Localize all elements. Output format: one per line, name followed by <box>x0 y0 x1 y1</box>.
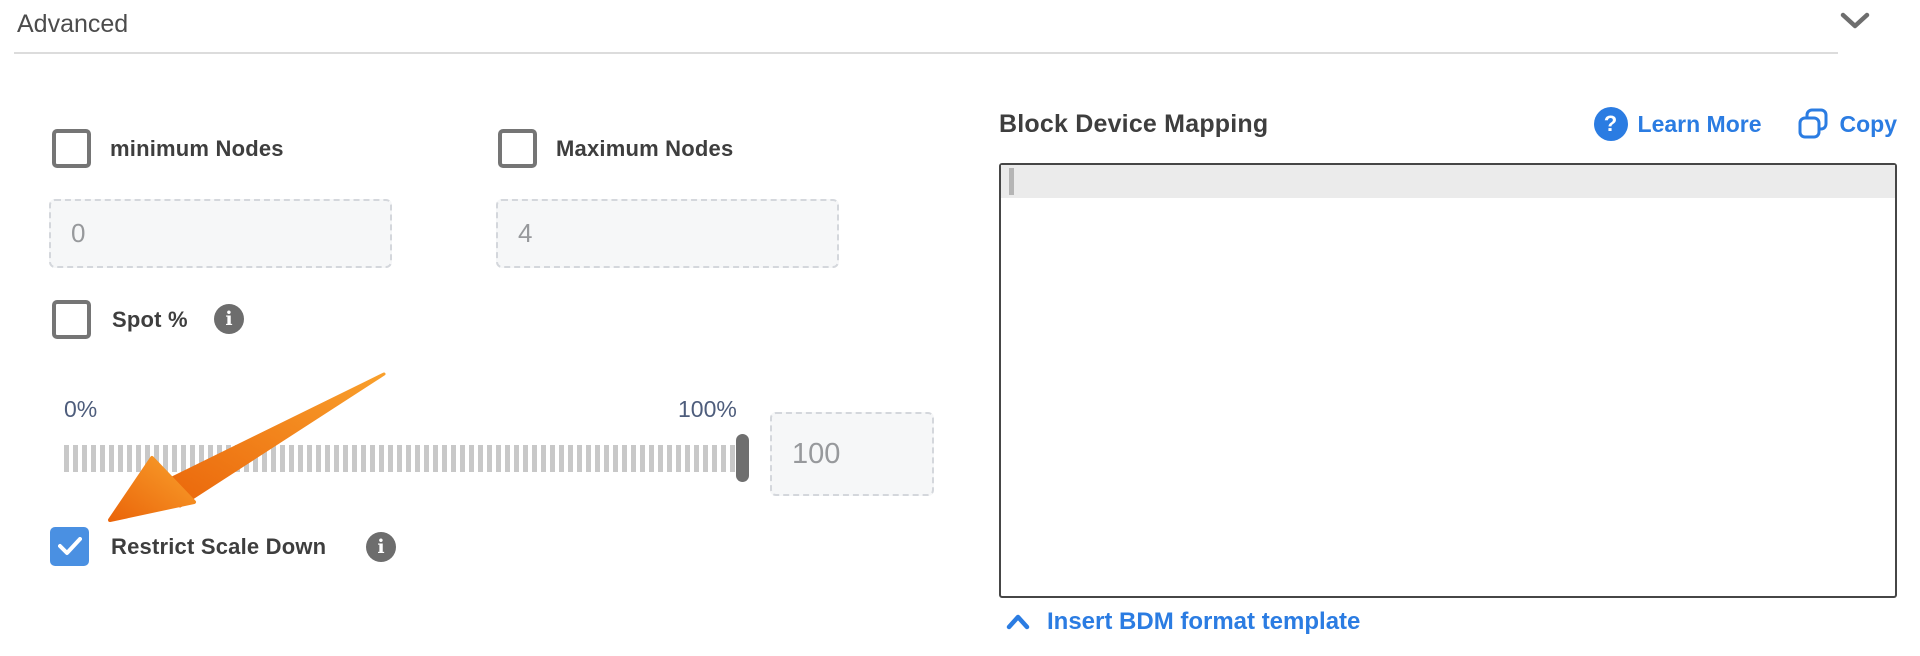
slider-max-label: 100% <box>678 396 737 422</box>
learn-more-label: Learn More <box>1637 110 1762 137</box>
min-nodes-checkbox[interactable] <box>52 129 91 168</box>
checkmark-icon <box>57 537 82 555</box>
spot-percent-slider-handle[interactable] <box>736 434 749 482</box>
insert-bdm-template-link[interactable]: Insert BDM format template <box>1006 608 1360 636</box>
learn-more-link[interactable]: ? Learn More <box>1593 107 1762 141</box>
spot-percent-input[interactable] <box>770 412 934 496</box>
bdm-header: Block Device Mapping ? Learn More Copy <box>999 104 1897 144</box>
insert-bdm-template-label: Insert BDM format template <box>1047 608 1361 635</box>
editor-caret <box>1009 168 1014 195</box>
min-nodes-label: minimum Nodes <box>110 136 284 161</box>
spot-percent-slider-track[interactable] <box>64 445 748 472</box>
restrict-scale-down-checkbox[interactable] <box>50 527 89 566</box>
bdm-editor[interactable] <box>999 163 1897 598</box>
slider-min-label: 0% <box>64 396 98 422</box>
restrict-scale-down-label: Restrict Scale Down <box>111 534 327 559</box>
copy-label: Copy <box>1839 110 1898 137</box>
section-title: Advanced <box>17 10 129 38</box>
spot-percent-checkbox[interactable] <box>52 300 91 339</box>
info-glyph: i <box>377 535 385 558</box>
max-nodes-checkbox[interactable] <box>498 129 537 168</box>
chevron-down-icon[interactable] <box>1840 12 1870 30</box>
question-glyph: ? <box>1603 111 1618 136</box>
header-divider <box>14 52 1838 54</box>
spot-percent-label: Spot % <box>112 307 188 332</box>
max-nodes-input[interactable] <box>496 199 839 268</box>
info-glyph: i <box>225 307 233 330</box>
copy-button[interactable]: Copy <box>1796 107 1898 141</box>
spot-info-icon[interactable]: i <box>214 304 244 334</box>
chevron-up-icon <box>1006 614 1030 630</box>
restrict-info-icon[interactable]: i <box>366 532 396 562</box>
bdm-title: Block Device Mapping <box>999 109 1269 138</box>
question-circle-icon: ? <box>1593 107 1628 141</box>
editor-active-line <box>1001 165 1895 198</box>
max-nodes-label: Maximum Nodes <box>556 136 734 161</box>
annotation-arrow <box>108 372 386 522</box>
copy-icon <box>1798 108 1827 139</box>
min-nodes-input[interactable] <box>49 199 392 268</box>
